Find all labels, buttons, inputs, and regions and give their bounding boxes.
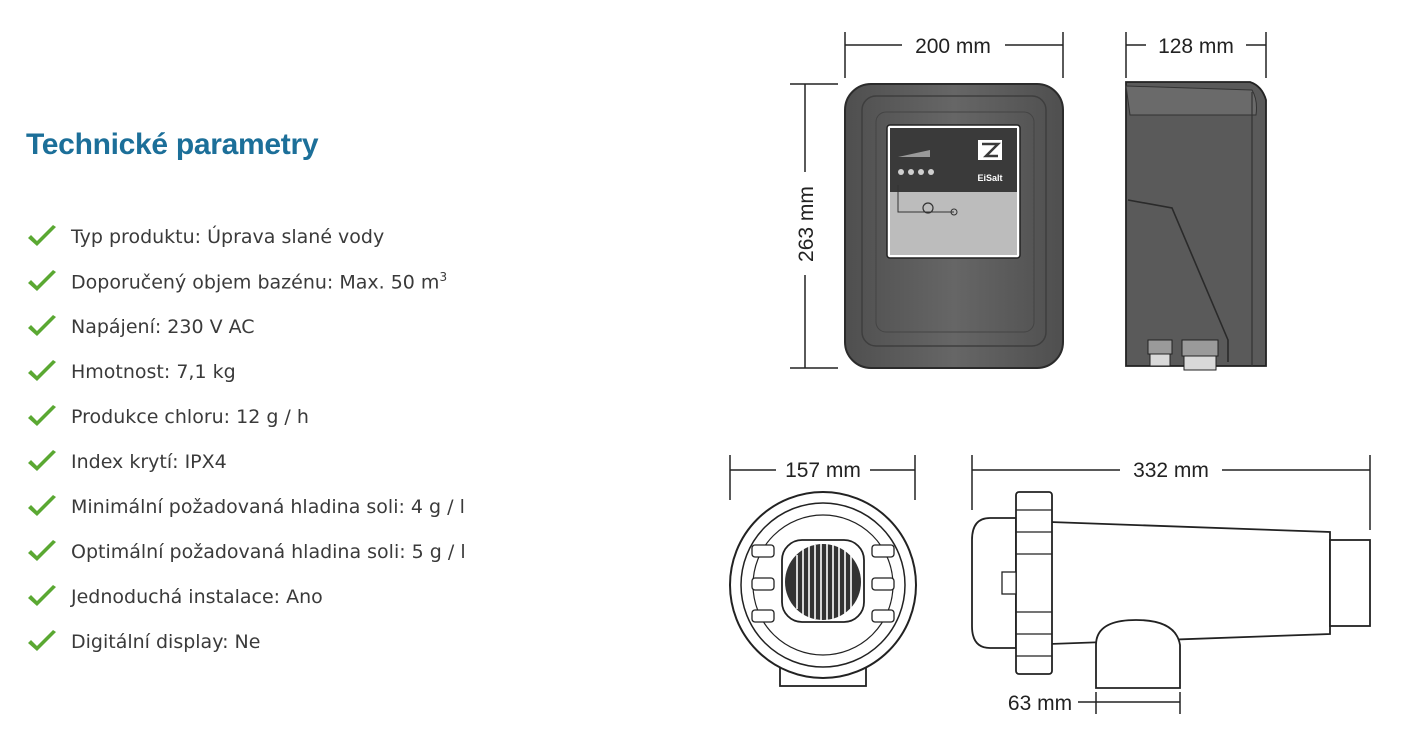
side-view: 128 mm: [1125, 32, 1267, 371]
dim-cell-length: 332 mm: [1133, 459, 1209, 482]
zodiac-logo: [978, 140, 1002, 160]
spec-item: Index krytí: IPX4: [26, 439, 466, 484]
device-brand-label: EiSalt: [977, 173, 1002, 183]
dim-front-width: 200 mm: [915, 35, 991, 58]
check-icon: [28, 449, 56, 471]
spec-item: Typ produktu: Úprava slané vody: [26, 214, 466, 259]
front-view: 200 mm 263 mm EiSalt: [790, 32, 1064, 369]
spec-text: Index krytí: IPX4: [71, 450, 227, 473]
spec-text: Doporučený objem bazénu: Max. 50 m3: [71, 270, 447, 293]
dim-cell-diameter: 157 mm: [785, 459, 861, 482]
spec-list: Typ produktu: Úprava slané vody Doporuče…: [26, 214, 466, 664]
spec-item: Jednoduchá instalace: Ano: [26, 574, 466, 619]
spec-item: Optimální požadovaná hladina soli: 5 g /…: [26, 529, 466, 574]
spec-text-superscript: 3: [439, 269, 448, 284]
spec-item: Doporučený objem bazénu: Max. 50 m3: [26, 259, 466, 304]
spec-item: Napájení: 230 V AC: [26, 304, 466, 349]
spec-text: Produkce chloru: 12 g / h: [71, 405, 309, 428]
check-icon: [28, 224, 56, 246]
spec-text: Minimální požadovaná hladina soli: 4 g /…: [71, 495, 465, 518]
page-title: Technické parametry: [26, 128, 319, 161]
check-icon: [28, 359, 56, 381]
spec-text: Hmotnost: 7,1 kg: [71, 360, 236, 383]
spec-item: Produkce chloru: 12 g / h: [26, 394, 466, 439]
check-icon: [28, 269, 56, 291]
cell-end-view: 157 mm: [729, 455, 917, 687]
dim-cell-outlet: 63 mm: [1008, 692, 1072, 715]
spec-text: Napájení: 230 V AC: [71, 315, 255, 338]
dim-side-depth: 128 mm: [1158, 35, 1234, 58]
cell-side-view: 332 mm 63 mm: [971, 455, 1371, 715]
spec-item: Digitální display: Ne: [26, 619, 466, 664]
check-icon: [28, 314, 56, 336]
spec-item: Hmotnost: 7,1 kg: [26, 349, 466, 394]
spec-text: Digitální display: Ne: [71, 630, 261, 653]
dim-height: 263 mm: [795, 186, 818, 262]
spec-text: Typ produktu: Úprava slané vody: [71, 225, 385, 248]
spec-text-main: Doporučený objem bazénu: Max. 50 m: [71, 271, 440, 294]
check-icon: [28, 629, 56, 651]
spec-text: Optimální požadovaná hladina soli: 5 g /…: [71, 540, 466, 563]
check-icon: [28, 584, 56, 606]
check-icon: [28, 539, 56, 561]
spec-text: Jednoduchá instalace: Ano: [71, 585, 323, 608]
check-icon: [28, 404, 56, 426]
spec-item: Minimální požadovaná hladina soli: 4 g /…: [26, 484, 466, 529]
check-icon: [28, 494, 56, 516]
